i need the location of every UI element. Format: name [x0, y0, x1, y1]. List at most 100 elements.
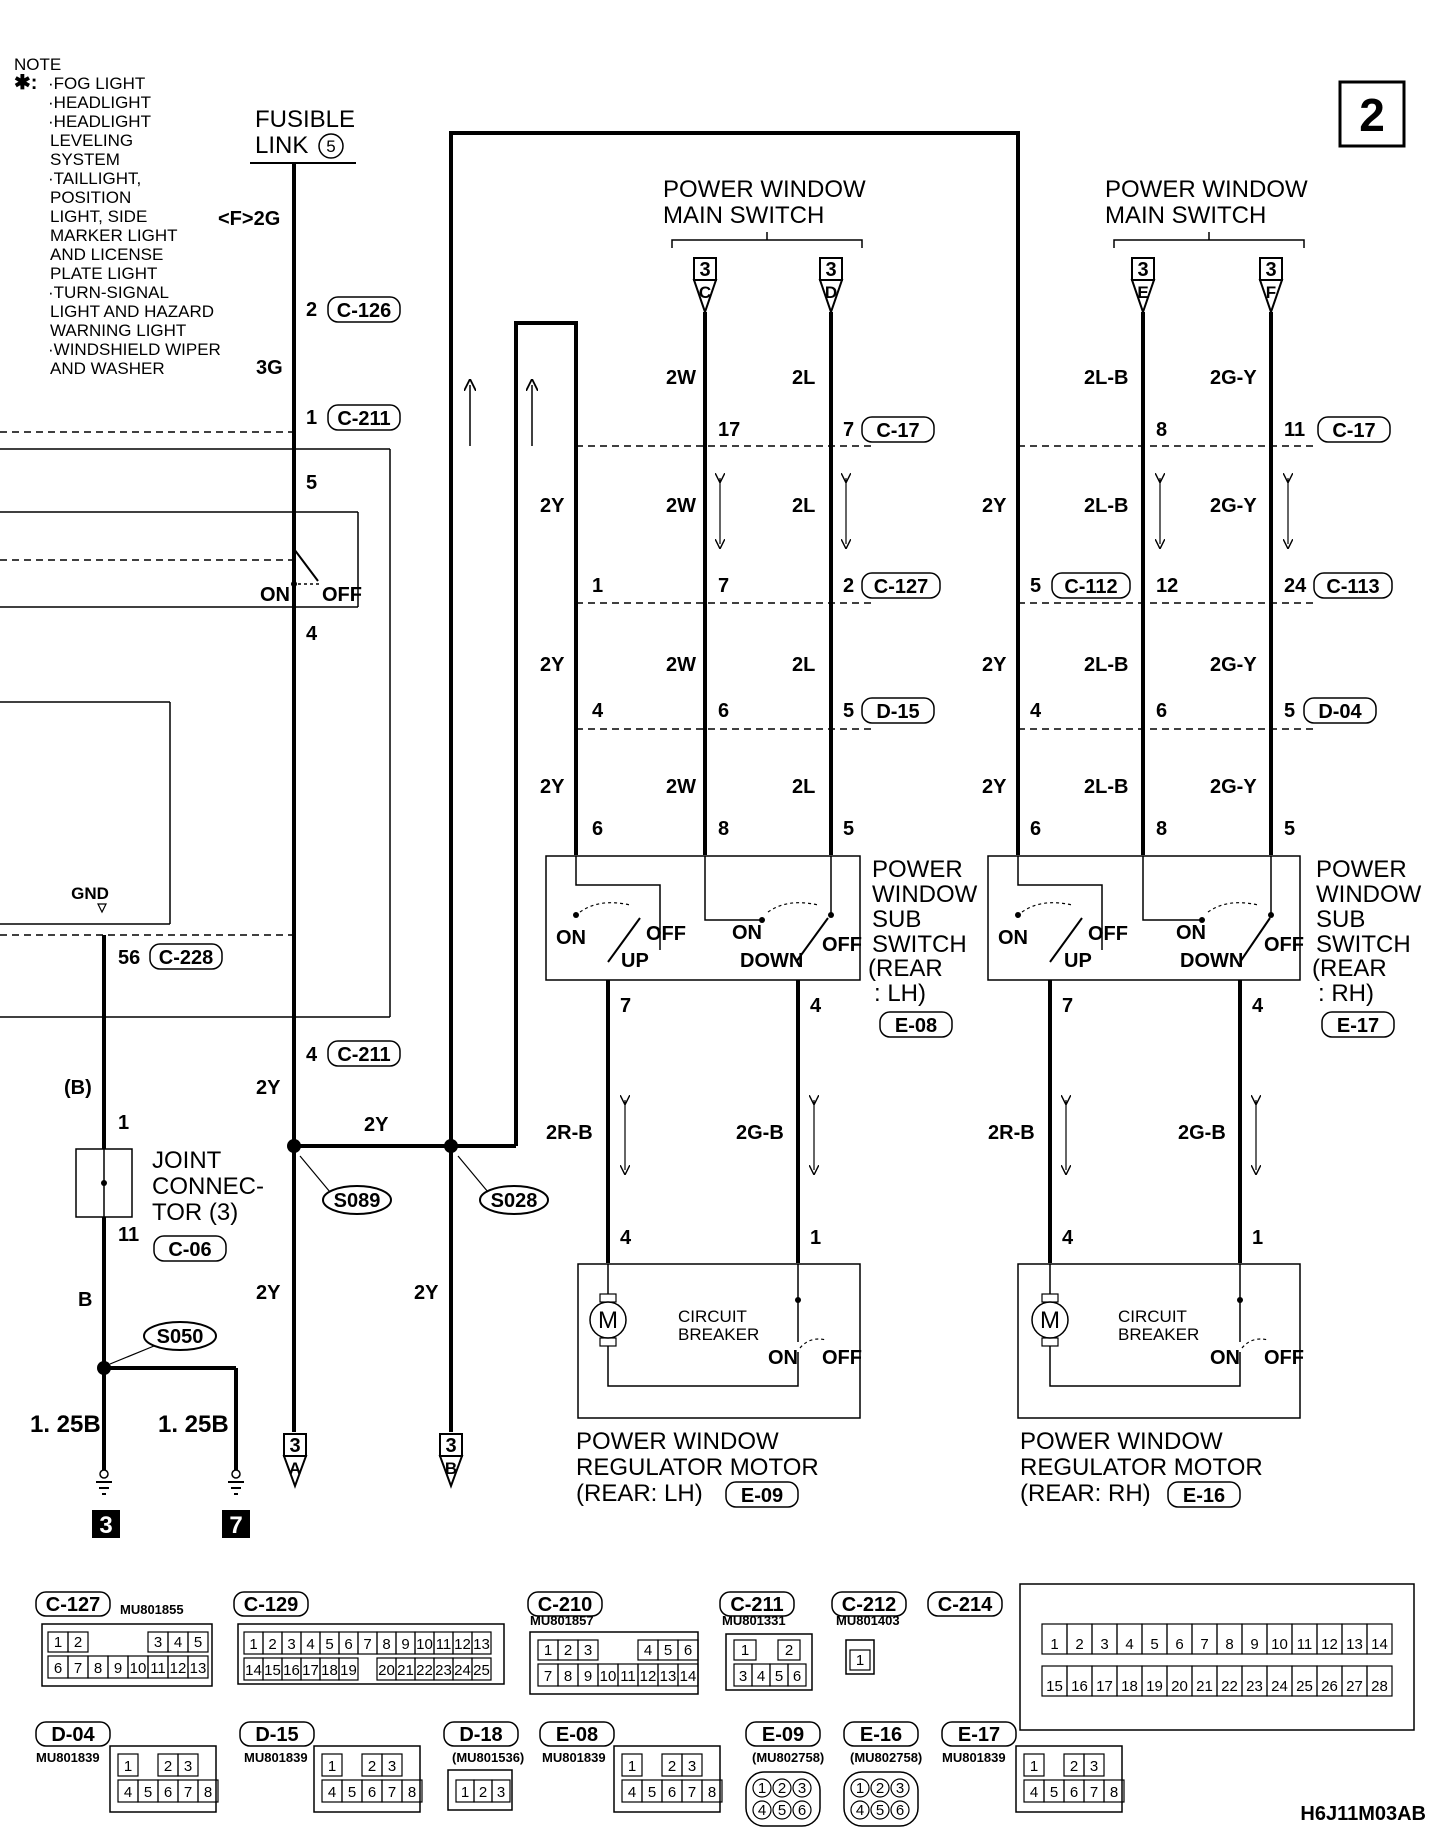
connector-pin: 7 — [363, 1636, 371, 1653]
connector-pin: 22 — [416, 1662, 433, 1679]
wire-color: 2Y — [982, 495, 1007, 517]
switch-on-label: ON — [732, 922, 762, 944]
switch-up-label: UP — [1064, 950, 1092, 972]
connector-id-tag: D-04 — [35, 1721, 111, 1747]
connector-pin: 17 — [1096, 1678, 1113, 1695]
wire-color: 2L-B — [1084, 776, 1128, 798]
connector-pin: 4 — [758, 1802, 766, 1819]
connector-id-tag: C-210 — [527, 1591, 603, 1617]
connector-pin: 2 — [1070, 1758, 1078, 1775]
terminal-number: 3 — [289, 1435, 300, 1457]
terminal-number: 3 — [1137, 259, 1148, 281]
pin-label: 2 — [306, 299, 317, 321]
wire-color: 2L — [792, 367, 815, 389]
note-item: ·FOG LIGHT — [48, 74, 145, 93]
note-item: AND WASHER — [50, 359, 165, 378]
connector-pin: 12 — [170, 1660, 187, 1677]
connector-pin: 19 — [340, 1662, 357, 1679]
connector-pin: 4 — [328, 1784, 336, 1801]
note-item: MARKER LIGHT — [50, 226, 178, 245]
connector-pin: 5 — [348, 1784, 356, 1801]
connector-pin: 2 — [778, 1780, 786, 1797]
connector-pin: 28 — [1371, 1678, 1388, 1695]
splice-s050: S050 — [157, 1326, 204, 1348]
connector-pin: 1 — [328, 1758, 336, 1775]
page-number: 2 — [1359, 89, 1385, 141]
wire-color: 3G — [256, 357, 283, 379]
wire-color: 2R-B — [988, 1122, 1035, 1144]
pin-label: 8 — [718, 818, 729, 840]
rh-motor-label: (REAR: RH) — [1020, 1480, 1151, 1507]
terminal-letter: C — [699, 283, 711, 302]
connector-pin: 9 — [1250, 1636, 1258, 1653]
connector-pin: 3 — [584, 1642, 592, 1659]
connector-pin: 7 — [544, 1668, 552, 1685]
left-wiring: 2 C-126 3G 1 C-211 5 ON OFF 4 GND 56 C-2… — [0, 163, 549, 1539]
connector-pin: 3 — [184, 1758, 192, 1775]
rh-sub-label: (REAR — [1312, 955, 1387, 982]
switch-off-label: OFF — [1088, 923, 1128, 945]
connector-tag-c127: C-127 — [874, 576, 928, 598]
connector-pin: 25 — [473, 1662, 490, 1679]
connector-pin: 13 — [1346, 1636, 1363, 1653]
note-item: WARNING LIGHT — [50, 321, 186, 340]
connector-pin: 10 — [600, 1668, 617, 1685]
wire-color: 2G-Y — [1210, 367, 1257, 389]
connector-pin: 7 — [184, 1784, 192, 1801]
connector-id-label: C-127 — [46, 1594, 100, 1616]
note-item: ·HEADLIGHT — [48, 93, 151, 112]
joint-connector-label: TOR (3) — [152, 1199, 238, 1226]
lh-motor-label: POWER WINDOW — [576, 1428, 779, 1455]
breaker-label: BREAKER — [678, 1325, 759, 1344]
connector-pin: 12 — [1321, 1636, 1338, 1653]
rh-sub-switch: ON OFF UP ON DOWN OFF POWER WINDOW SUB S… — [987, 855, 1422, 1038]
connector-part-number: (MU801536) — [452, 1750, 524, 1765]
connector-id-label: E-09 — [762, 1724, 804, 1746]
connector-pin: 11 — [150, 1660, 166, 1677]
wire-color: 2G-Y — [1210, 776, 1257, 798]
pin-label: 1 — [810, 1227, 821, 1249]
connector-pin: 8 — [382, 1636, 390, 1653]
lh-main-switch-circuit: POWER WINDOW MAIN SWITCH 3 C 3 D 2W 2L 1… — [540, 176, 941, 855]
wire-color: 2Y — [414, 1282, 439, 1304]
connector-pin: 24 — [454, 1662, 471, 1679]
connector-pin: 2 — [668, 1758, 676, 1775]
note-item: LIGHT, SIDE — [50, 207, 147, 226]
connector-id-tag: C-212 — [831, 1591, 907, 1617]
pin-label: 1 — [592, 575, 603, 597]
breaker-off-label: OFF — [1264, 1347, 1304, 1369]
connector-pin: 3 — [497, 1784, 505, 1801]
rh-motor-label: POWER WINDOW — [1020, 1428, 1223, 1455]
joint-connector-label: JOINT — [152, 1147, 222, 1174]
connector-part-number: MU801839 — [542, 1750, 606, 1765]
connector-pin: 7 — [1200, 1636, 1208, 1653]
connector-pin: 21 — [1196, 1678, 1213, 1695]
wire-color: 2L — [792, 654, 815, 676]
connector-pin: 7 — [74, 1660, 82, 1677]
connector-tag-e16: E-16 — [1183, 1485, 1225, 1507]
fusible-tag: <F>2G — [218, 208, 280, 230]
connector-part-number: MU801839 — [36, 1750, 100, 1765]
pin-label: 4 — [620, 1227, 632, 1249]
connector-pin: 8 — [708, 1784, 716, 1801]
splice-s089: S089 — [334, 1190, 381, 1212]
pin-label: 7 — [718, 575, 729, 597]
switch-down-label: DOWN — [1180, 950, 1243, 972]
wire-color: 2Y — [540, 654, 565, 676]
connector-part-number: MU801839 — [942, 1750, 1006, 1765]
pin-label: 6 — [592, 818, 603, 840]
lh-motor-label: REGULATOR MOTOR — [576, 1454, 819, 1481]
ground-symbol — [228, 1469, 244, 1495]
connector-id-label: E-08 — [556, 1724, 598, 1746]
lh-sub-label: : LH) — [874, 980, 926, 1007]
ground-point-7: 7 — [229, 1512, 242, 1539]
wire-color: 2L — [792, 495, 815, 517]
connector-id-tag: D-15 — [239, 1721, 315, 1747]
connector-pin: 8 — [564, 1668, 572, 1685]
connector-pin: 5 — [325, 1636, 333, 1653]
pin-label: 6 — [718, 700, 729, 722]
note-title: NOTE — [14, 55, 61, 74]
